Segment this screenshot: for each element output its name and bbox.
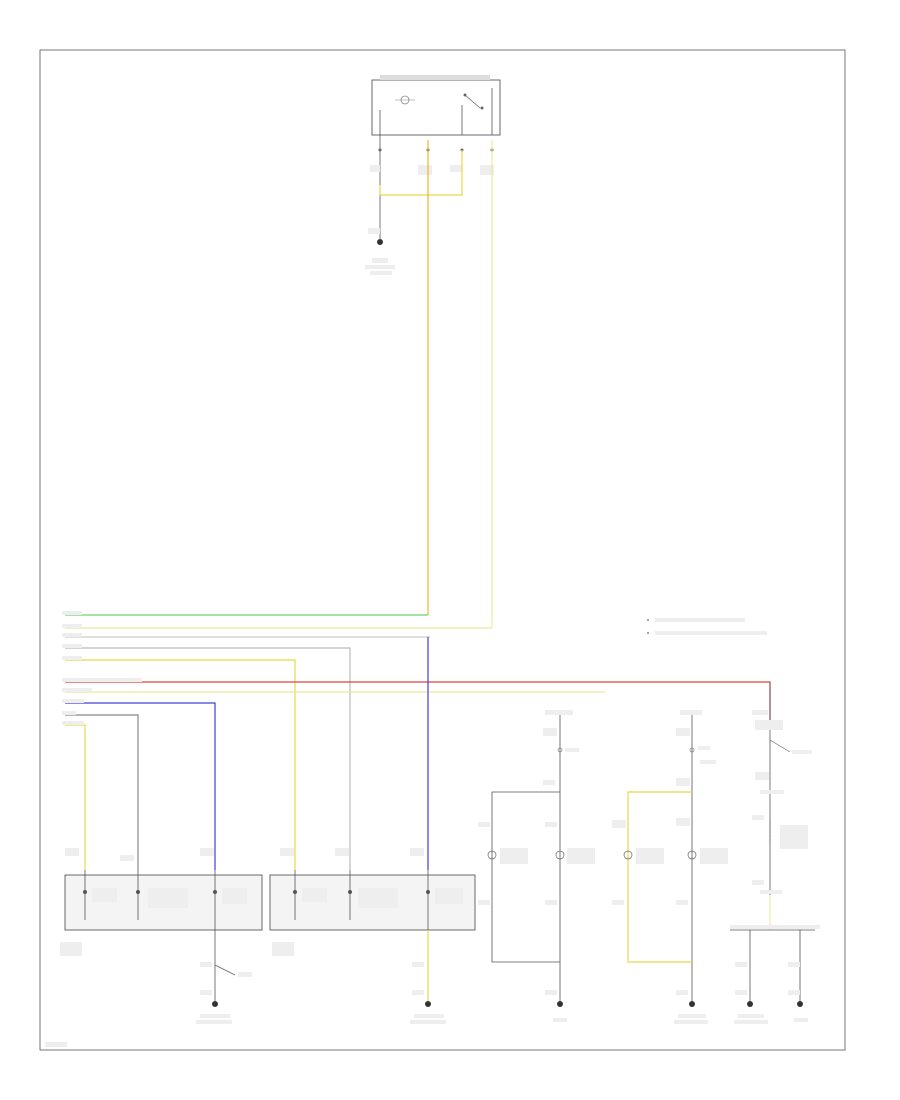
bus-label-column xyxy=(62,611,142,725)
lamp-group-2 xyxy=(612,710,728,1024)
left-lamp-assembly xyxy=(60,870,263,960)
top-switch-module xyxy=(371,75,501,136)
lamp-group-1 xyxy=(478,710,595,1022)
legend xyxy=(647,618,767,635)
right-bottom-ground xyxy=(410,930,446,1024)
bus-lines xyxy=(65,614,771,930)
top-pins xyxy=(370,135,494,185)
right-lamp-assembly xyxy=(269,870,476,960)
lamp-group-3 xyxy=(730,710,820,1024)
page-border xyxy=(39,49,846,1051)
top-ground xyxy=(365,185,395,275)
connector-labels xyxy=(65,848,424,861)
left-bottom-ground xyxy=(196,960,252,1024)
